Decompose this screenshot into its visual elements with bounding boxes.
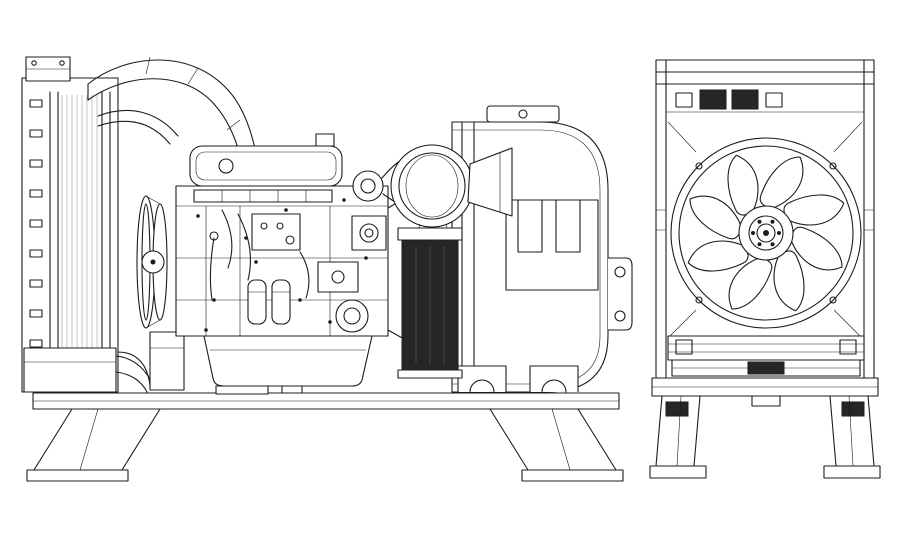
alternator-lifting-bracket [486, 105, 560, 123]
corner-gussets [667, 121, 863, 339]
side-base-skid [26, 392, 624, 482]
front-left-foot [649, 465, 707, 479]
rear-bracket [608, 257, 633, 331]
control-box [317, 261, 359, 293]
dipstick [209, 237, 215, 301]
alternator-front-foot [457, 365, 507, 392]
front-radiator-tank [667, 335, 865, 377]
belt-drive-pulleys [117, 195, 185, 391]
fan-hub [738, 205, 794, 261]
radiator-side-ticks [29, 99, 43, 348]
engine-mount-pad [215, 385, 269, 395]
front-right-foot [823, 465, 881, 479]
side-hinge-left [655, 209, 667, 231]
front-base [649, 377, 881, 479]
oil-pan [203, 335, 373, 387]
water-pump [351, 215, 387, 251]
cooling-fan [670, 137, 862, 329]
side-left-leg [33, 408, 161, 471]
air-filter-housing [397, 227, 463, 379]
side-engine [175, 133, 413, 395]
oil-filter [271, 279, 291, 325]
side-alternator [451, 105, 609, 393]
lower-hose [115, 355, 155, 389]
lifting-brackets [675, 89, 783, 110]
fan-blades [685, 152, 847, 314]
breather [315, 133, 335, 147]
front-mount-bracket [149, 331, 185, 391]
side-hinge-right [863, 209, 875, 231]
air-intake-ring [390, 144, 513, 239]
side-view [21, 56, 633, 482]
turbocharger [352, 170, 384, 202]
front-view [649, 59, 881, 479]
radiator-bottom-tank [23, 347, 117, 393]
side-left-foot [26, 469, 129, 482]
shroud-bolts [695, 162, 837, 304]
oil-filler-cap [218, 158, 234, 174]
radiator-core-hatching [61, 95, 98, 372]
intake-duct [467, 147, 513, 217]
fuel-filter [247, 279, 267, 325]
injection-pump [251, 213, 301, 251]
drain-plug [281, 385, 303, 394]
alternator-frame-window [505, 199, 599, 291]
side-right-leg [489, 408, 617, 471]
alternator-rear-foot [529, 365, 579, 392]
center-drain [751, 395, 781, 407]
starter-motor [335, 299, 369, 333]
exhaust-manifold [193, 189, 333, 203]
bypass-hose [97, 109, 179, 137]
side-radiator [21, 56, 155, 393]
side-right-foot [521, 469, 624, 482]
engine-bolts [196, 198, 368, 332]
